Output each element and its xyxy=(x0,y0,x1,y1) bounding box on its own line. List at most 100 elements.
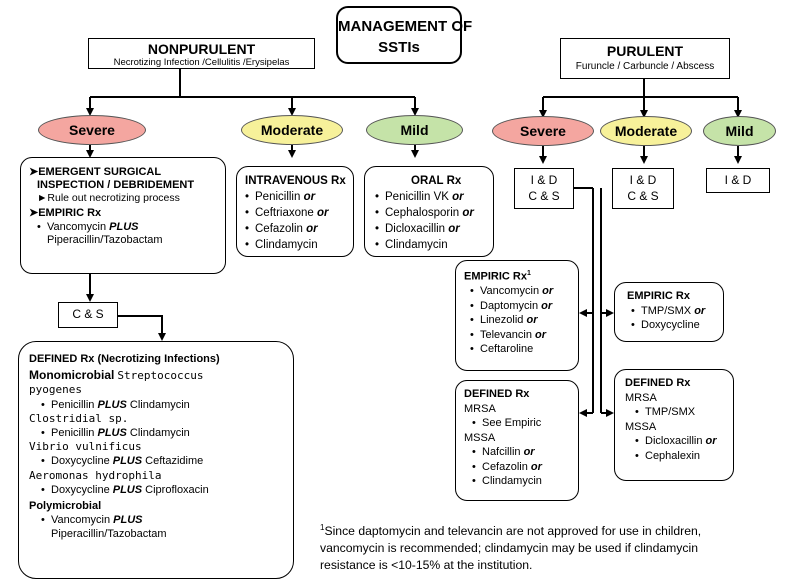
empiric-list: Vancomycin PLUS xyxy=(29,221,225,234)
purulent-severe-id-box: I & D C & S xyxy=(514,168,574,209)
empiric-item-cont: Piperacillin/Tazobactam xyxy=(47,234,163,246)
polymicrobial-rx: Vancomycin PLUS xyxy=(29,513,293,527)
mssa-label: MSSA xyxy=(464,431,496,444)
empiric-moderate-item: TMP/SMX or xyxy=(631,304,723,319)
empiric-severe-item: Linezolid or xyxy=(470,313,578,328)
oral-item: Cephalosporin or xyxy=(375,205,493,221)
mssa-label: MSSA xyxy=(625,420,657,433)
aeromonas-rx: Doxycycline PLUS Ciprofloxacin xyxy=(29,483,293,497)
polymicrobial-line: Polymicrobial xyxy=(29,500,102,513)
oral-item: Dicloxacillin or xyxy=(375,221,493,237)
nonpurulent-header: NONPURULENT Necrotizing Infection /Cellu… xyxy=(88,38,315,69)
empiric-moderate-item: Doxycycline xyxy=(631,318,723,333)
footnote-line3: resistance is <10-15% at the institution… xyxy=(320,558,533,573)
intravenous-rx-box: INTRAVENOUS Rx Penicillin or Ceftriaxone… xyxy=(236,166,354,257)
id-label: I & D xyxy=(724,173,752,187)
mrsa-list: See Empiric xyxy=(464,416,578,431)
surgical-line2: INSPECTION / DEBRIDEMENT xyxy=(37,179,195,191)
main-title-line1: MANAGEMENT OF xyxy=(338,18,473,35)
purulent-mild-id-box: I & D xyxy=(706,168,770,193)
empiric-severe-item: Daptomycin or xyxy=(470,299,578,314)
polymicrobial-rx-cont: Piperacillin/Tazobactam xyxy=(51,528,167,541)
purulent-subheading: Furuncle / Carbuncle / Abscess xyxy=(575,61,715,72)
empiric-severe-list: Vancomycin or Daptomycin or Linezolid or… xyxy=(464,284,578,357)
rule-out-line: ►Rule out necrotizing process xyxy=(37,192,180,204)
intravenous-rx-list: Penicillin or Ceftriaxone or Cefazolin o… xyxy=(245,189,353,253)
purulent-mild-oval: Mild xyxy=(703,116,776,146)
empiric-moderate-heading: EMPIRIC Rx xyxy=(627,290,690,302)
empiric-severe-item: Vancomycin or xyxy=(470,284,578,299)
surgical-line1: ➤EMERGENT SURGICAL xyxy=(29,166,162,178)
iv-item: Ceftriaxone or xyxy=(245,205,353,221)
iv-item: Clindamycin xyxy=(245,237,353,253)
empiric-heading: ➤EMPIRIC Rx xyxy=(29,207,102,219)
mssa-list: Nafcillin or Cefazolin or Clindamycin xyxy=(464,445,578,489)
clostridial-rx: Penicillin PLUS Clindamycin xyxy=(29,426,293,440)
nonpurulent-severe-oval: Severe xyxy=(38,115,146,145)
nonpurulent-mild-label: Mild xyxy=(400,122,429,138)
id-label: I & D xyxy=(530,173,558,187)
cs-label: C & S xyxy=(528,189,560,203)
oral-rx-box: ORAL Rx Penicillin VK or Cephalosporin o… xyxy=(364,166,494,257)
mssa-list: Dicloxacillin or Cephalexin xyxy=(625,434,733,463)
id-label: I & D xyxy=(629,173,657,187)
intravenous-rx-heading: INTRAVENOUS Rx xyxy=(245,175,346,187)
culture-sensitivity-box: C & S xyxy=(58,302,118,328)
footnote: 1Since daptomycin and televancin are not… xyxy=(320,519,790,574)
defined-moderate-heading: DEFINED Rx xyxy=(625,377,691,389)
mssa-item: Dicloxacillin or xyxy=(635,434,733,449)
purulent-moderate-oval: Moderate xyxy=(600,116,692,146)
nonpurulent-moderate-oval: Moderate xyxy=(241,115,343,145)
aeromonas-line: Aeromonas hydrophila xyxy=(29,468,162,482)
strep-line: Monomicrobial Streptococcus xyxy=(29,368,204,383)
footnote-line2: vancomycin is recommended; clindamycin m… xyxy=(320,541,698,556)
nonpurulent-subheading: Necrotizing Infection /Cellulitis /Erysi… xyxy=(113,57,290,68)
culture-sensitivity-label: C & S xyxy=(72,307,104,321)
empiric-moderate-list: TMP/SMX or Doxycycline xyxy=(627,304,723,333)
mrsa-list: TMP/SMX xyxy=(625,405,733,420)
purulent-header: PURULENT Furuncle / Carbuncle / Abscess xyxy=(560,38,730,79)
mrsa-item: TMP/SMX xyxy=(635,405,733,420)
purulent-severe-oval: Severe xyxy=(492,116,594,146)
strep-rx: Penicillin PLUS Clindamycin xyxy=(29,398,293,412)
empiric-severe-item: Televancin or xyxy=(470,328,578,343)
mssa-item: Cefazolin or xyxy=(472,460,578,475)
purulent-moderate-label: Moderate xyxy=(614,123,678,139)
empiric-severe-item: Ceftaroline xyxy=(470,342,578,357)
purulent-empiric-severe-box: EMPIRIC Rx1 Vancomycin or Daptomycin or … xyxy=(455,260,579,371)
nonpurulent-severe-label: Severe xyxy=(69,122,115,138)
defined-severe-heading: DEFINED Rx xyxy=(464,388,530,400)
mrsa-item: See Empiric xyxy=(472,416,578,431)
purulent-moderate-id-box: I & D C & S xyxy=(612,168,674,209)
purulent-severe-label: Severe xyxy=(520,123,566,139)
iv-item: Penicillin or xyxy=(245,189,353,205)
purulent-defined-moderate-box: DEFINED Rx MRSA TMP/SMX MSSA Dicloxacill… xyxy=(614,369,734,481)
purulent-mild-label: Mild xyxy=(725,123,754,139)
mssa-item: Clindamycin xyxy=(472,474,578,489)
mrsa-label: MRSA xyxy=(464,402,496,415)
defined-rx-necrotizing-box: DEFINED Rx (Necrotizing Infections) Mono… xyxy=(18,341,294,579)
vibrio-rx: Doxycycline PLUS Ceftazidime xyxy=(29,454,293,468)
cs-label: C & S xyxy=(627,189,659,203)
main-title-line2: SSTIs xyxy=(378,39,420,56)
empiric-item: Vancomycin PLUS xyxy=(37,221,225,234)
nonpurulent-mild-oval: Mild xyxy=(366,115,463,145)
oral-item: Penicillin VK or xyxy=(375,189,493,205)
oral-rx-list: Penicillin VK or Cephalosporin or Diclox… xyxy=(375,189,493,253)
empiric-severe-heading: EMPIRIC Rx1 xyxy=(464,270,531,283)
main-title-box: MANAGEMENT OF SSTIs xyxy=(336,6,473,64)
strep-line2: pyogenes xyxy=(29,383,82,397)
clostridial-line: Clostridial sp. xyxy=(29,411,129,425)
vibrio-line: Vibrio vulnificus xyxy=(29,440,142,454)
oral-item: Clindamycin xyxy=(375,237,493,253)
mssa-item: Cephalexin xyxy=(635,449,733,464)
nonpurulent-severe-box: ➤EMERGENT SURGICAL INSPECTION / DEBRIDEM… xyxy=(20,157,226,274)
oral-rx-heading: ORAL Rx xyxy=(411,175,462,187)
purulent-empiric-moderate-box: EMPIRIC Rx TMP/SMX or Doxycycline xyxy=(614,282,724,342)
iv-item: Cefazolin or xyxy=(245,221,353,237)
nonpurulent-heading: NONPURULENT xyxy=(147,41,256,57)
defined-rx-heading: DEFINED Rx (Necrotizing Infections) xyxy=(29,353,220,365)
nonpurulent-moderate-label: Moderate xyxy=(260,122,324,138)
purulent-heading: PURULENT xyxy=(606,43,684,59)
